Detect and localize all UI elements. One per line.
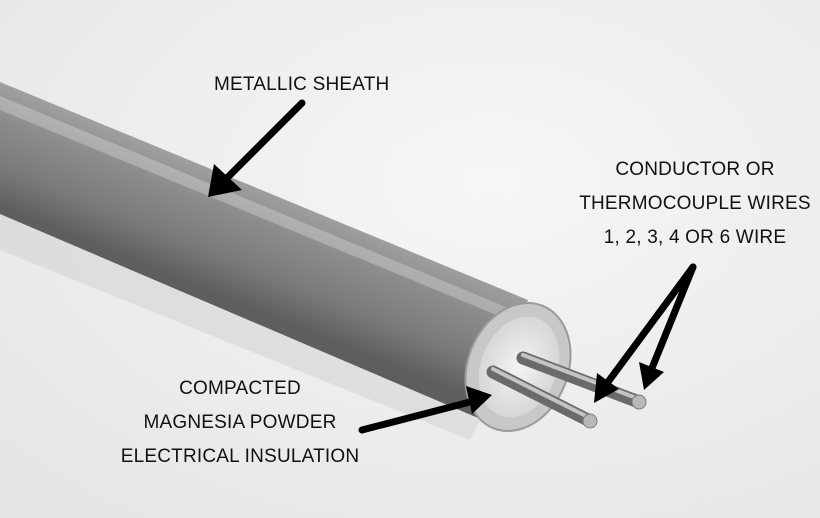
conductor-label-line-3: 1, 2, 3, 4 OR 6 WIRE [603, 227, 787, 248]
conductor-wire-lower-shine [491, 367, 592, 420]
insulation-label-line-3: ELECTRICAL INSULATION [120, 446, 360, 467]
conductor-label-line-2: THERMOCOUPLE WIRES [579, 193, 811, 214]
metallic-sheath [0, 82, 528, 418]
arrow-to-wire-upper [639, 263, 697, 390]
arrow-to-sheath [208, 99, 306, 197]
sheath-label-line: METALLIC SHEATH [214, 74, 390, 95]
arrow-to-wire-lower [594, 263, 697, 403]
conductor-label-line-1: CONDUCTOR OR [615, 159, 775, 180]
wire-tip-lower [582, 413, 598, 429]
conductor-wire-lower [486, 365, 597, 428]
sheath-label: METALLIC SHEATH [214, 68, 389, 102]
arrow-to-insulation [358, 386, 492, 434]
insulation-label-line-2: MAGNESIA POWDER [143, 412, 337, 433]
conductor-wire-upper-shine [521, 353, 641, 401]
conductor-label: CONDUCTOR OR THERMOCOUPLE WIRES 1, 2, 3,… [578, 153, 812, 255]
conductor-wire-upper [516, 351, 646, 409]
insulation-label-line-1: COMPACTED [179, 378, 301, 399]
wire-tip-upper [631, 394, 647, 410]
sheath-highlight [0, 96, 520, 323]
insulation-label: COMPACTED MAGNESIA POWDER ELECTRICAL INS… [110, 372, 370, 474]
